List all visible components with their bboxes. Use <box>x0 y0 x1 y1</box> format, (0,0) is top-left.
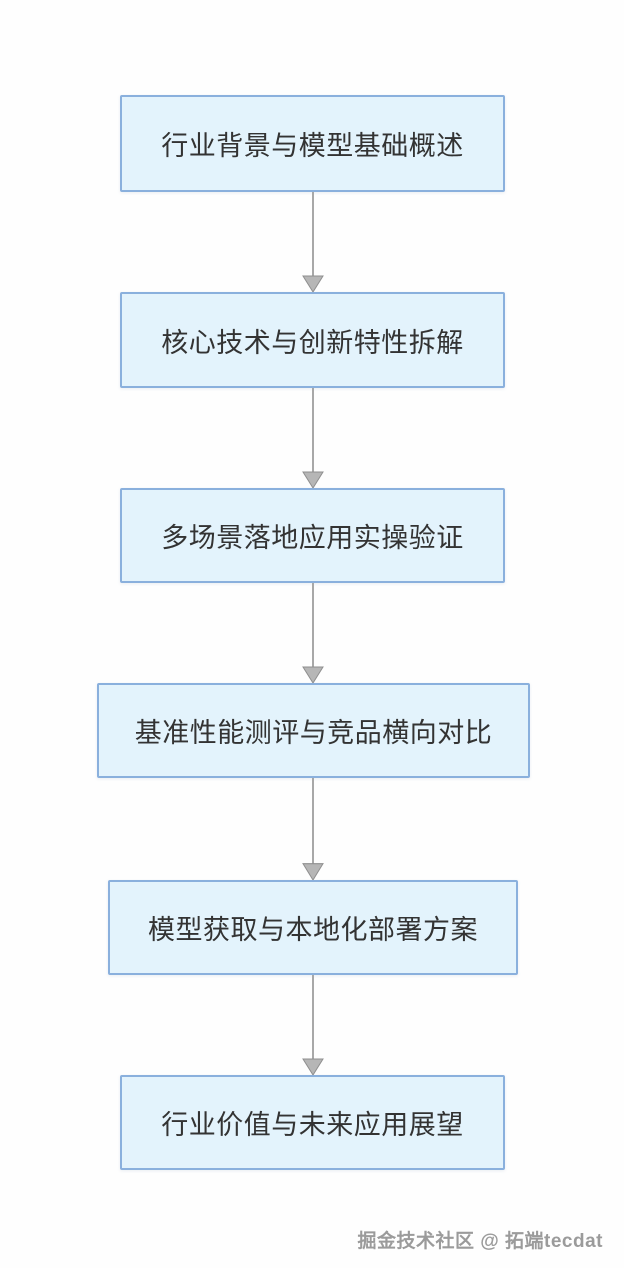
watermark: 掘金技术社区 @ 拓端tecdat <box>357 1231 603 1252</box>
flow-step-3-label: 多场景落地应用实操验证 <box>161 523 464 553</box>
flow-step-6-label: 行业价值与未来应用展望 <box>161 1110 464 1140</box>
arrow-down-icon <box>301 778 325 880</box>
arrow-down-icon <box>301 975 325 1075</box>
flow-step-6: 行业价值与未来应用展望 <box>120 1075 505 1170</box>
flow-step-4-label: 基准性能测评与竞品横向对比 <box>134 718 493 748</box>
flow-step-3: 多场景落地应用实操验证 <box>120 488 505 583</box>
flow-step-1: 行业背景与模型基础概述 <box>120 95 505 192</box>
arrow-down-icon <box>301 388 325 488</box>
flow-step-5-label: 模型获取与本地化部署方案 <box>148 915 478 945</box>
flow-step-2: 核心技术与创新特性拆解 <box>120 292 505 388</box>
flow-step-2-label: 核心技术与创新特性拆解 <box>161 327 464 358</box>
arrow-down-icon <box>301 192 325 292</box>
arrow-down-icon <box>301 583 325 683</box>
flow-step-5: 模型获取与本地化部署方案 <box>108 880 518 975</box>
flow-step-4: 基准性能测评与竞品横向对比 <box>97 683 530 778</box>
flow-step-1-label: 行业背景与模型基础概述 <box>161 131 464 161</box>
